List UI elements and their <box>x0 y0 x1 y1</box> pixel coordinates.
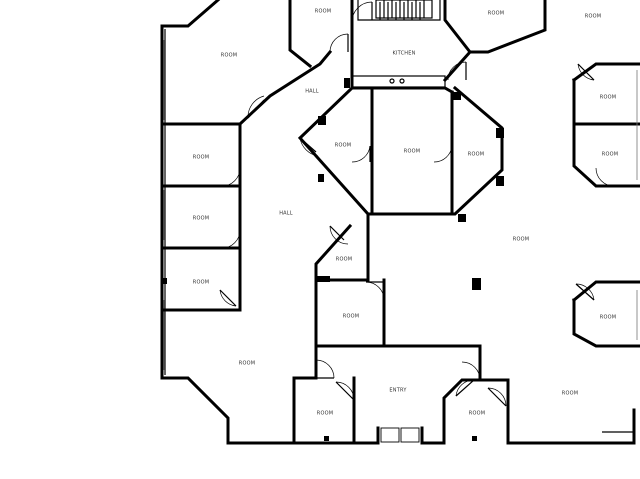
room-label: ROOM <box>404 149 420 155</box>
room-label: ROOM <box>562 391 578 397</box>
room-label: ROOM <box>600 95 616 101</box>
room-label: ROOM <box>239 361 255 367</box>
room-label: ROOM <box>193 155 209 161</box>
stairs <box>375 0 433 19</box>
room-label: ROOM <box>602 152 618 158</box>
room-label: ROOM <box>193 280 209 286</box>
hall-label: HALL <box>305 89 319 95</box>
left-wing-walls <box>160 0 380 445</box>
room-label: ROOM <box>336 257 352 263</box>
room-label: ROOM <box>513 237 529 243</box>
room-label: ROOM <box>488 11 504 17</box>
room-label: ROOM <box>315 9 331 15</box>
columns <box>162 78 504 441</box>
room-label: ROOM <box>469 411 485 417</box>
central-walls <box>297 0 547 216</box>
entry-label: ENTRY <box>389 388 407 394</box>
room-label: ROOM <box>585 14 601 20</box>
room-labels: ROOM ROOM ROOM KITCHEN ROOM ROOM HALL RO… <box>193 9 618 417</box>
hall-label: HALL <box>279 211 293 217</box>
kitchen-label: KITCHEN <box>392 51 415 57</box>
room-label: ROOM <box>468 152 484 158</box>
room-label: ROOM <box>221 53 237 59</box>
doors <box>219 1 615 407</box>
room-label: ROOM <box>193 216 209 222</box>
south-walls <box>292 212 636 445</box>
room-label: ROOM <box>317 411 333 417</box>
room-label: ROOM <box>343 314 359 320</box>
room-label: ROOM <box>600 315 616 321</box>
right-wing-walls <box>571 62 640 348</box>
room-label: ROOM <box>335 143 351 149</box>
